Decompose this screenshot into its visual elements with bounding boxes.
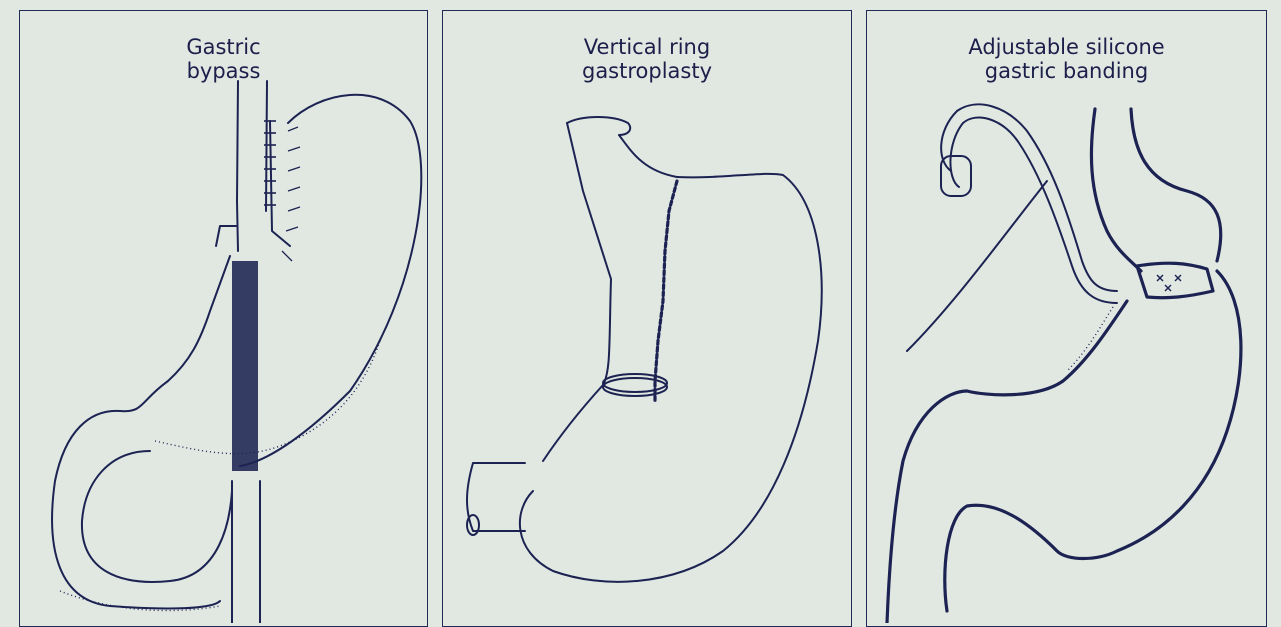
anastomosis — [216, 226, 236, 246]
restrictive-ring-lower — [603, 378, 667, 396]
stomach-outline — [520, 174, 822, 582]
stomach-outer — [945, 271, 1241, 611]
lower-stomach-outline — [52, 256, 230, 608]
esophagus-right — [619, 135, 677, 177]
esophagus-right — [1131, 109, 1221, 261]
esophagus-left-wall — [237, 81, 238, 251]
thin-line — [907, 181, 1047, 351]
vertical-staple-line — [655, 181, 677, 401]
restrictive-ring — [603, 374, 667, 392]
lower-pouch — [543, 385, 603, 461]
roux-limb — [232, 261, 258, 471]
esophagus-right-wall — [266, 81, 267, 211]
adjustable-gastric-banding-illustration — [867, 11, 1265, 623]
esophagus-top — [567, 117, 630, 135]
access-port — [941, 156, 971, 196]
pouch-wall — [270, 121, 290, 246]
panel-gastric-bypass: Gastric bypass — [19, 10, 428, 627]
vertical-ring-gastroplasty-illustration — [443, 11, 850, 623]
access-tube — [941, 104, 1117, 291]
panel-adjustable-gastric-banding: Adjustable silicone gastric banding — [866, 10, 1267, 627]
pouch-left-wall — [567, 123, 611, 385]
band-markings — [1157, 275, 1181, 291]
gastric-bypass-illustration — [20, 11, 426, 623]
duodenum — [467, 463, 525, 531]
stipple-curvature — [1067, 307, 1113, 371]
panel-vertical-ring-gastroplasty: Vertical ring gastroplasty — [442, 10, 852, 627]
jejunal-loop — [82, 451, 232, 582]
stomach-inner — [887, 301, 1127, 623]
